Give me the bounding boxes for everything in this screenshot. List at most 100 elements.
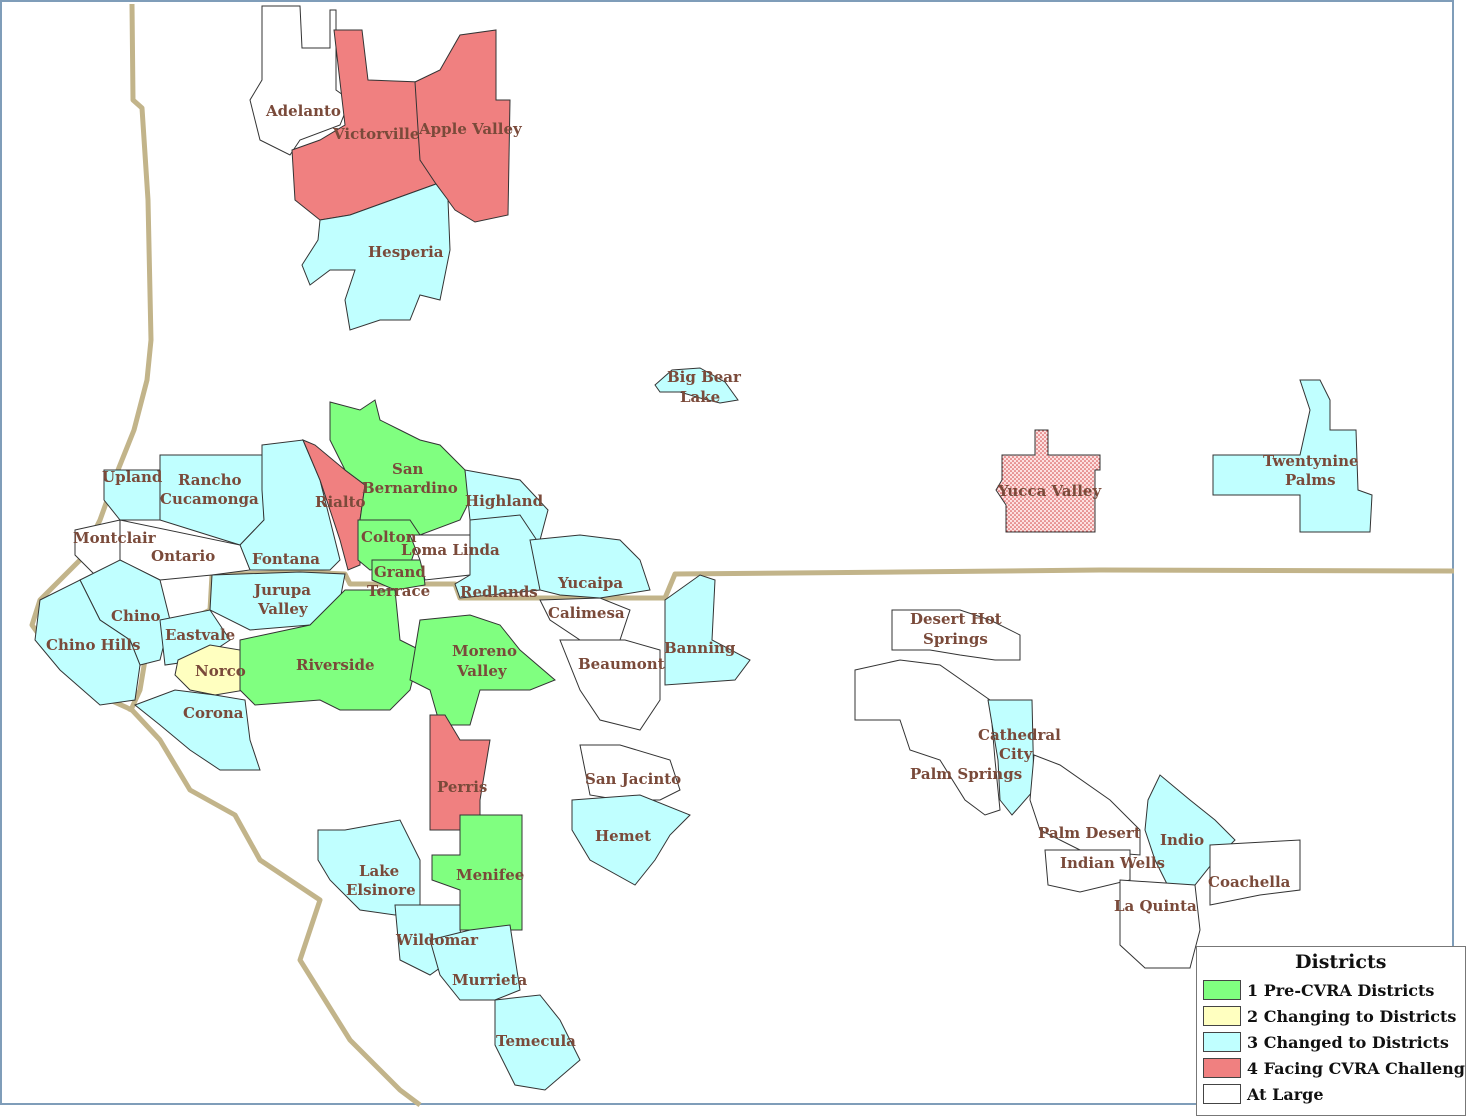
temecula-area <box>494 994 581 1091</box>
label-moreno-2: Valley <box>456 662 508 680</box>
legend-swatch-green <box>1203 980 1241 1000</box>
apple-valley-area <box>414 29 511 223</box>
cathedral-city-area <box>987 699 1035 816</box>
legend-swatch-cyan <box>1203 1032 1241 1052</box>
label-ontario: Ontario <box>151 547 215 565</box>
label-norco: Norco <box>195 662 246 680</box>
label-apple-valley: Apple Valley <box>418 120 523 138</box>
twentynine-palms-area <box>1212 379 1373 533</box>
yucaipa-area <box>529 534 651 599</box>
label-eastvale: Eastvale <box>165 626 235 644</box>
label-lake-elsinore-2: Elsinore <box>346 881 416 899</box>
label-riverside: Riverside <box>296 656 375 674</box>
label-sb-2: Bernardino <box>362 479 458 497</box>
chino-hills-area <box>34 579 141 706</box>
upland-area <box>103 469 163 521</box>
san-jacinto-area <box>579 744 681 801</box>
hemet-area <box>571 794 691 886</box>
label-chino-hills: Chino Hills <box>46 636 140 654</box>
label-cathedral-1: Cathedral <box>978 726 1061 744</box>
label-rancho-2: Cucamonga <box>160 490 259 508</box>
desert-hot-springs-area <box>891 609 1021 661</box>
norco-area <box>174 644 246 696</box>
corona-area <box>134 689 261 771</box>
coachella-area <box>1209 839 1301 906</box>
redlands-area <box>454 514 541 599</box>
label-indian-wells: Indian Wells <box>1060 854 1165 872</box>
label-indio: Indio <box>1160 831 1204 849</box>
legend-item-changing: 2 Changing to Districts <box>1203 1003 1465 1029</box>
label-murrieta: Murrieta <box>452 971 527 989</box>
map-legend: Districts 1 Pre-CVRA Districts 2 Changin… <box>1196 946 1466 1116</box>
label-chino: Chino <box>111 607 160 625</box>
riverside-area <box>239 589 421 711</box>
label-twentynine-2: Palms <box>1285 471 1336 489</box>
label-dhs-2: Springs <box>923 630 988 648</box>
legend-label: 4 Facing CVRA Challeng <box>1246 1058 1465 1078</box>
grand-terrace-area <box>371 559 426 591</box>
label-yucca-valley: Yucca Valley <box>997 482 1102 500</box>
label-hemet: Hemet <box>595 827 651 845</box>
label-fontana: Fontana <box>252 550 320 568</box>
label-adelanto: Adelanto <box>265 102 341 120</box>
label-perris: Perris <box>437 778 487 796</box>
legend-label: 3 Changed to Districts <box>1247 1032 1449 1052</box>
label-sb-1: San <box>392 460 424 478</box>
label-wildomar: Wildomar <box>395 931 479 949</box>
legend-title: Districts <box>1295 951 1387 973</box>
legend-item-pre-cvra: 1 Pre-CVRA Districts <box>1203 977 1465 1003</box>
beaumont-area <box>559 639 661 731</box>
la-quinta-area <box>1119 879 1201 969</box>
label-banning: Banning <box>664 639 736 657</box>
label-palm-springs: Palm Springs <box>910 765 1022 783</box>
label-twentynine-1: Twentynine <box>1263 452 1359 470</box>
label-yucaipa: Yucaipa <box>557 574 623 592</box>
label-cathedral-2: City <box>999 745 1034 763</box>
label-upland: Upland <box>102 468 163 486</box>
label-jurupa-2: Valley <box>257 600 309 618</box>
yucca-valley-area <box>995 429 1101 533</box>
label-hesperia: Hesperia <box>368 243 444 261</box>
label-victorville: Victorville <box>332 125 419 143</box>
label-palm-desert: Palm Desert <box>1038 824 1141 842</box>
big-bear-area <box>654 367 739 404</box>
label-highland: Highland <box>465 492 544 510</box>
label-coachella: Coachella <box>1208 873 1291 891</box>
label-dhs-1: Desert Hot <box>910 610 1002 628</box>
label-rancho-1: Rancho <box>178 471 241 489</box>
legend-item-at-large: At Large <box>1203 1081 1465 1107</box>
label-san-jacinto: San Jacinto <box>585 770 681 788</box>
label-lake-elsinore-1: Lake <box>359 862 399 880</box>
legend-swatch-white <box>1203 1084 1241 1104</box>
legend-swatch-yellow <box>1203 1006 1241 1026</box>
label-menifee: Menifee <box>456 866 524 884</box>
label-grand-2: Terrace <box>367 582 430 600</box>
label-grand-1: Grand <box>374 563 426 581</box>
label-moreno-1: Moreno <box>452 642 517 660</box>
perris-area <box>429 714 491 831</box>
san-bernardino-area <box>329 399 471 536</box>
legend-item-facing: 4 Facing CVRA Challeng <box>1203 1055 1465 1081</box>
label-rialto: Rialto <box>315 493 366 511</box>
menifee-area <box>431 814 523 931</box>
moreno-valley-area <box>409 614 556 726</box>
label-big-bear-2: Lake <box>680 388 720 406</box>
label-montclair: Montclair <box>73 529 157 547</box>
label-calimesa: Calimesa <box>548 604 625 622</box>
legend-label: At Large <box>1247 1084 1324 1104</box>
indian-wells-area <box>1044 849 1131 893</box>
label-big-bear-1: Big Bear <box>667 368 742 386</box>
legend-label: 2 Changing to Districts <box>1247 1006 1457 1026</box>
legend-label: 1 Pre-CVRA Districts <box>1247 980 1435 1000</box>
city-labels: Adelanto Victorville Apple Valley Hesper… <box>46 102 1359 1050</box>
legend-item-changed: 3 Changed to Districts <box>1203 1029 1465 1055</box>
label-temecula: Temecula <box>496 1032 576 1050</box>
banning-area <box>664 574 751 686</box>
label-corona: Corona <box>183 704 244 722</box>
label-loma-linda: Loma Linda <box>401 541 500 559</box>
legend-swatch-red <box>1203 1058 1241 1078</box>
hesperia-area <box>301 183 451 331</box>
label-la-quinta: La Quinta <box>1114 897 1197 915</box>
label-colton: Colton <box>361 528 417 546</box>
